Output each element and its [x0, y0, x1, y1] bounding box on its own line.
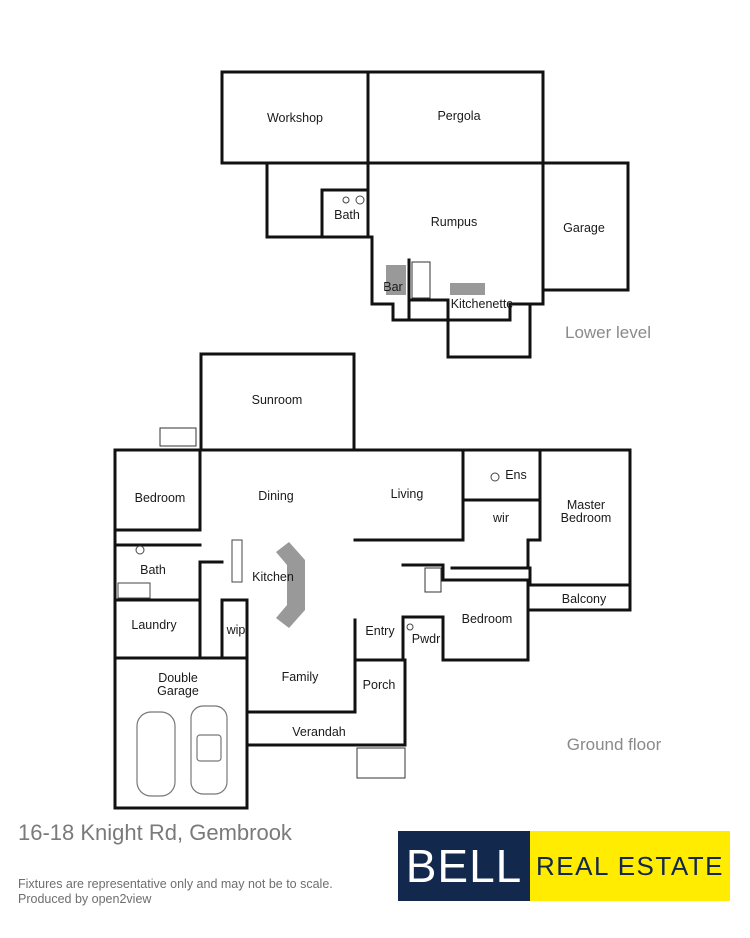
room-balcony: Balcony: [562, 592, 607, 606]
room-wip: wip: [226, 623, 246, 637]
room-bedroom-west: Bedroom: [135, 491, 186, 505]
disclaimer-line-1: Fixtures are representative only and may…: [18, 877, 333, 891]
room-laundry: Laundry: [131, 618, 177, 632]
disclaimer-line-2: Produced by open2view: [18, 892, 152, 906]
room-lower-garage: Garage: [563, 221, 605, 235]
room-pergola: Pergola: [437, 109, 480, 123]
room-dining: Dining: [258, 489, 293, 503]
room-rumpus: Rumpus: [431, 215, 478, 229]
room-garage-line2: Garage: [157, 684, 199, 698]
lower-level-walls: [220, 70, 630, 359]
logo-word-bell: BELL: [405, 840, 523, 892]
room-kitchenette: Kitchenette: [451, 297, 514, 311]
logo-navy-block: BELL: [398, 831, 530, 901]
car-icons: [136, 705, 228, 797]
agency-logo: BELL REAL ESTATE: [398, 831, 730, 901]
room-porch: Porch: [363, 678, 396, 692]
level-label-lower: Lower level: [565, 323, 651, 342]
logo-word-real-estate: REAL ESTATE: [536, 850, 724, 881]
room-living: Living: [391, 487, 424, 501]
room-master-line2: Bedroom: [561, 511, 612, 525]
room-workshop: Workshop: [267, 111, 323, 125]
room-pwdr: Pwdr: [412, 632, 440, 646]
room-master-line1: Master: [567, 498, 605, 512]
ground-floor-walls: [113, 352, 632, 810]
room-family: Family: [282, 670, 320, 684]
property-address: 16-18 Knight Rd, Gembrook: [18, 820, 292, 845]
stairs: [159, 261, 442, 779]
room-bar: Bar: [383, 280, 402, 294]
room-entry: Entry: [365, 624, 395, 638]
room-ens: Ens: [505, 468, 527, 482]
room-bedroom-east: Bedroom: [462, 612, 513, 626]
level-label-ground: Ground floor: [567, 735, 662, 754]
fixtures: [117, 195, 500, 631]
room-sunroom: Sunroom: [252, 393, 303, 407]
disclaimer: Fixtures are representative only and may…: [18, 877, 333, 907]
kitchen-island: [276, 265, 485, 628]
room-labels: Workshop Pergola Bath Rumpus Garage Bar …: [131, 109, 661, 754]
room-garage-line1: Double: [158, 671, 198, 685]
room-lower-bath: Bath: [334, 208, 360, 222]
room-bath: Bath: [140, 563, 166, 577]
logo-yellow-block: REAL ESTATE: [530, 831, 730, 901]
room-verandah: Verandah: [292, 725, 346, 739]
room-kitchen: Kitchen: [252, 570, 294, 584]
room-wir: wir: [492, 511, 509, 525]
